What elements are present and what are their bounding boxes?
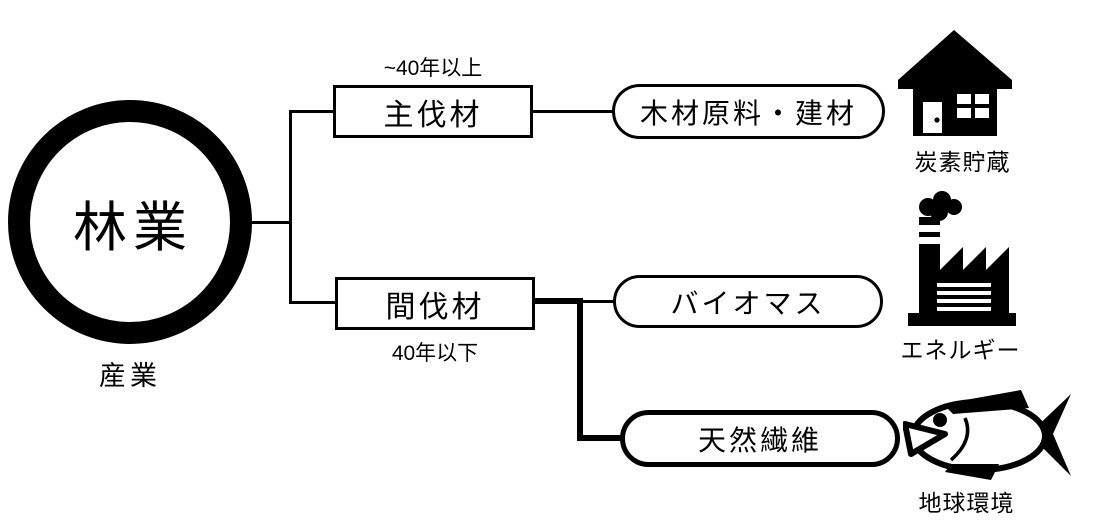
- output-label: バイオマス: [670, 287, 826, 319]
- output-node-natural-fiber: 天然繊維: [620, 410, 900, 467]
- fish-icon: [903, 390, 1071, 480]
- branch-label: 主伐材: [383, 98, 483, 132]
- connector-thinned-to-fiber-horizontal: [535, 298, 583, 304]
- output-label: 天然繊維: [697, 424, 822, 456]
- annotation-thinned-wood-age: 40年以下: [391, 342, 479, 365]
- branch-label: 間伐材: [385, 290, 485, 324]
- connector-junction-vertical: [289, 110, 292, 304]
- output-node-biomass: バイオマス: [613, 275, 883, 328]
- connector-root-to-junction: [250, 221, 290, 224]
- output-label: 木材原料・建材: [639, 97, 857, 129]
- connector-junction-to-main: [289, 110, 335, 113]
- factory-icon: [908, 191, 1016, 326]
- icon-label-energy: エネルギー: [900, 337, 1021, 363]
- output-node-wood-materials: 木材原料・建材: [612, 84, 885, 139]
- icon-label-carbon-storage: 炭素貯蔵: [914, 149, 1011, 175]
- root-title: 林業: [73, 197, 193, 258]
- connector-thinned-to-fiber-vertical: [577, 298, 583, 441]
- branch-node-thinned-wood: 間伐材: [335, 277, 535, 330]
- connector-junction-to-thinned: [289, 301, 337, 304]
- root-subtitle: 産業: [99, 361, 161, 391]
- branch-node-main-harvest: 主伐材: [333, 85, 533, 138]
- house-icon: [898, 30, 1012, 136]
- annotation-main-harvest-age: ~40年以上: [383, 57, 483, 80]
- connector-main-to-wood: [533, 110, 613, 113]
- root-node-circle: 林業: [8, 100, 252, 344]
- icon-label-global-environment: 地球環境: [918, 490, 1015, 516]
- connector-thinned-to-fiber-bottom: [577, 435, 625, 441]
